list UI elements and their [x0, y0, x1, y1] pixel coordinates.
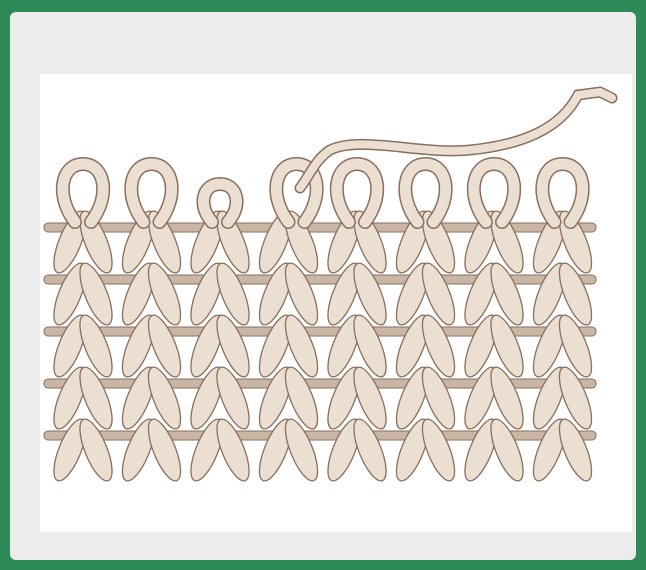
- top-loops: [63, 164, 583, 222]
- knit-rows: [44, 207, 598, 484]
